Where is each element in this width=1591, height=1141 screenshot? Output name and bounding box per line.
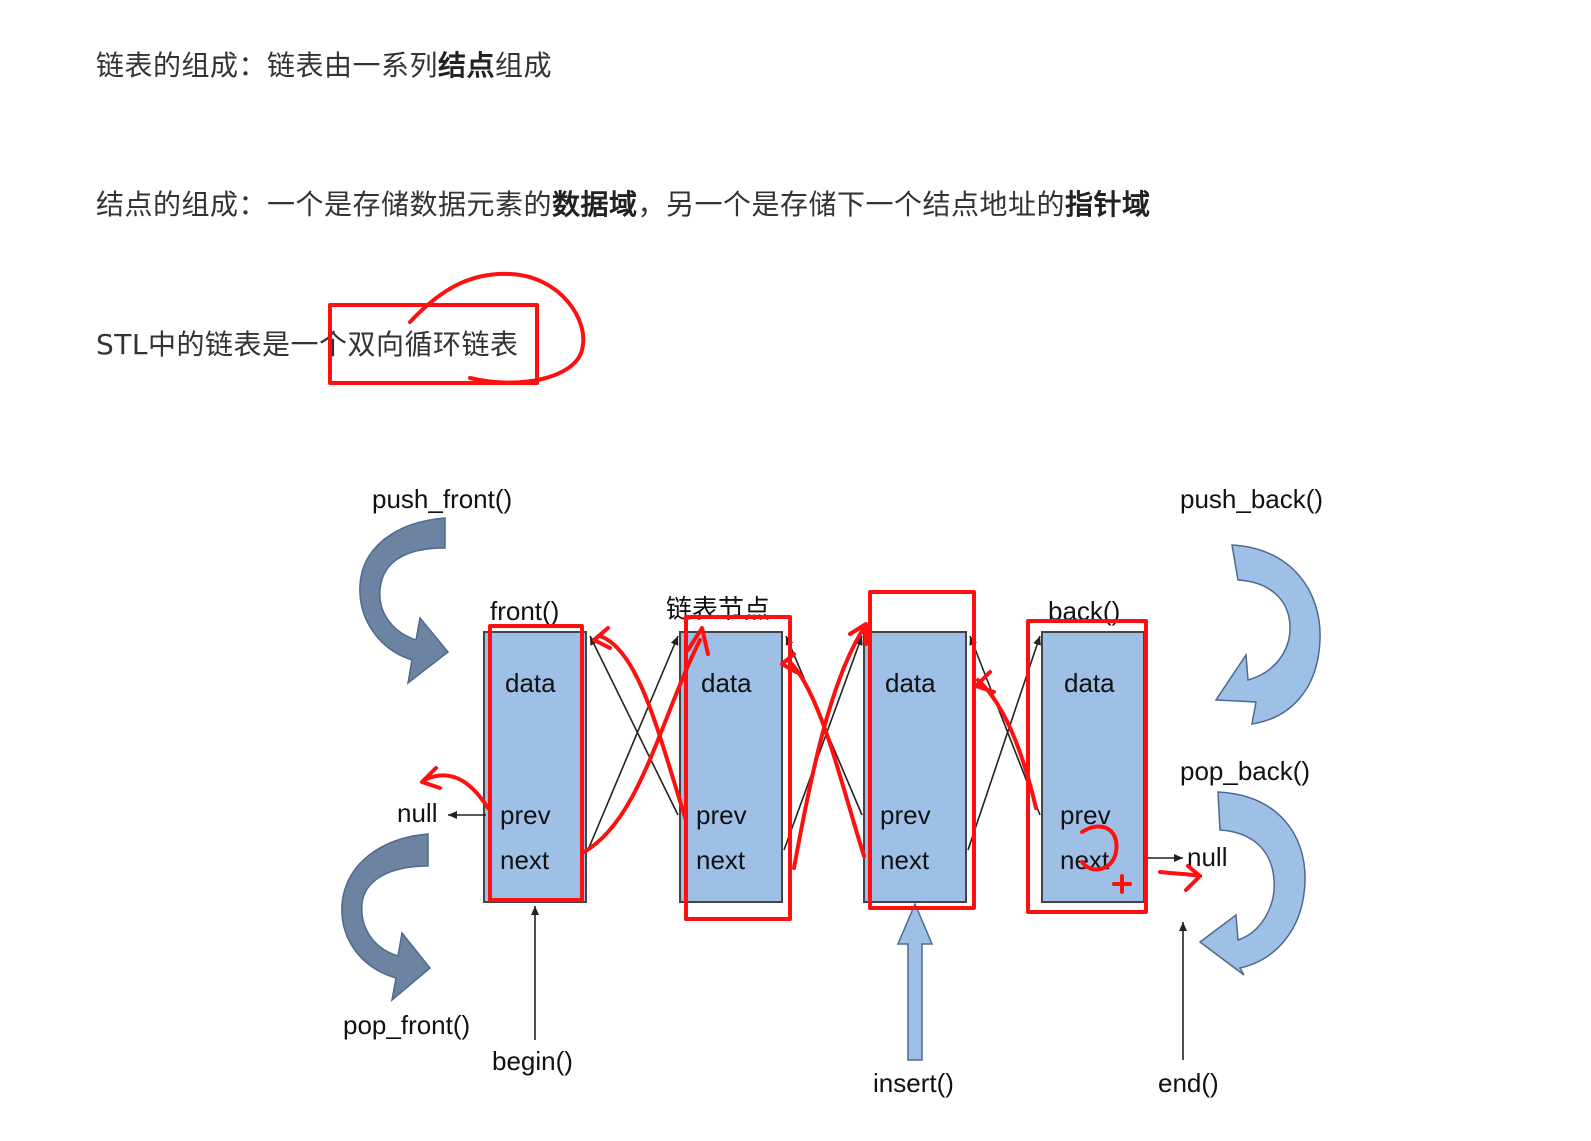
insert-label: insert() [873,1068,954,1098]
null-left-label: null [397,798,437,828]
node-next-label: next [696,845,746,875]
red-annotation-arrows [420,622,1202,894]
end-label: end() [1158,1068,1219,1098]
insert-arrow-icon [896,902,934,1061]
line1-text-end: 组成 [495,49,553,82]
node-data-label: data [1064,668,1115,698]
node-prev-label: prev [500,800,551,830]
annotation-highlight [328,271,586,385]
line2-text-mid: ，另一个是存储下一个结点地址的 [637,188,1066,221]
node-data-label: data [505,668,556,698]
list-node-1: data prev next [483,631,587,903]
list-node-2: data prev next [679,631,783,903]
push-back-label: push_back() [1180,484,1323,514]
line3-text: STL中的链表是一个双向循环链表 [96,328,519,361]
line1-bold: 结点 [438,49,496,82]
pop-back-curved-arrow-icon [1198,791,1306,976]
text-line-composition: 链表的组成：链表由一系列结点组成 [96,44,552,84]
node-prev-label: prev [880,800,931,830]
text-line-node-composition: 结点的组成：一个是存储数据元素的数据域，另一个是存储下一个结点地址的指针域 [96,183,1151,223]
null-right-label: null [1187,842,1227,872]
text-line-stl: STL中的链表是一个双向循环链表 [96,323,518,363]
red-annotation-boxes [488,590,1148,921]
node-next-label: next [500,845,550,875]
line2-text: 结点的组成：一个是存储数据元素的 [96,188,553,221]
node-prev-label: prev [696,800,747,830]
pop-front-label: pop_front() [343,1010,470,1040]
push-front-label: push_front() [372,484,512,514]
node-data-label: data [701,668,752,698]
line2-bold-data: 数据域 [552,188,638,221]
line1-text: 链表的组成：链表由一系列 [96,49,439,82]
list-node-3: data prev next [863,631,967,903]
line2-bold-pointer: 指针域 [1065,188,1151,221]
pop-front-curved-arrow-icon [341,833,432,1002]
pop-back-label: pop_back() [1180,756,1310,786]
node-next-label: next [880,845,930,875]
push-front-curved-arrow-icon [359,517,450,685]
node-caption-label: 链表节点 [666,594,770,624]
front-label: front() [490,596,559,626]
node-data-label: data [885,668,936,698]
list-node-4: data prev next [1041,631,1145,903]
push-back-curved-arrow-icon [1214,544,1321,725]
begin-label: begin() [492,1046,573,1076]
